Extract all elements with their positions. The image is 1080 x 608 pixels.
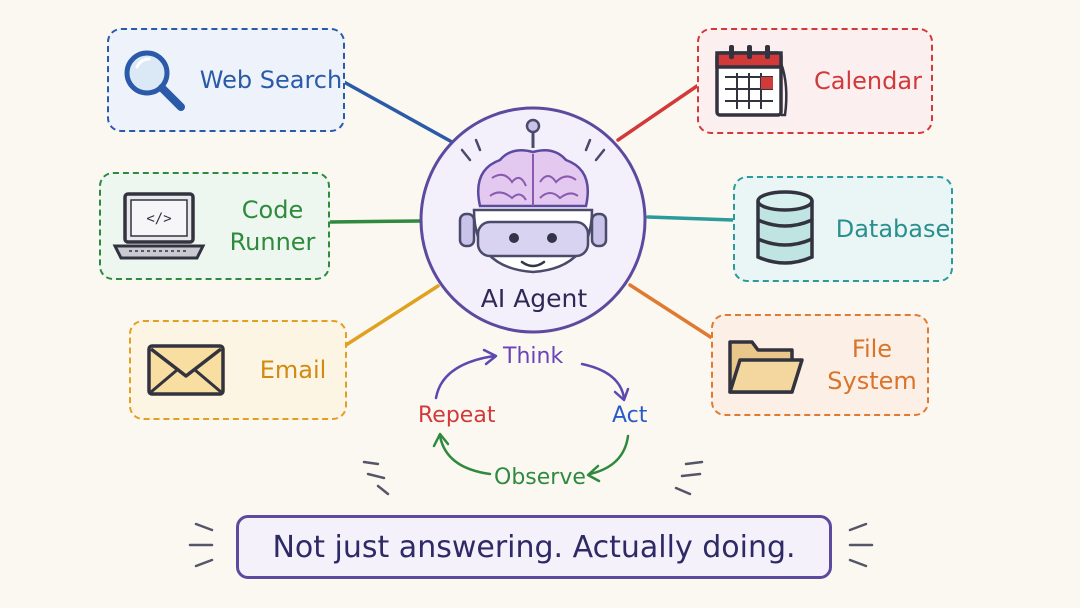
loop-observe: Observe [494, 465, 586, 490]
calendar-label: Calendar [814, 67, 922, 95]
connector-file-system [628, 283, 714, 340]
connector-calendar [616, 84, 699, 142]
file-system-label-line2: System [827, 367, 917, 395]
database-label: Database [835, 215, 951, 243]
tagline-box: Not just answering. Actually doing. [236, 515, 832, 579]
email-label: Email [259, 356, 327, 384]
envelope-icon [131, 340, 241, 400]
connector-code-runner [328, 219, 422, 224]
tool-code-runner: </> Code Runner [99, 172, 330, 280]
svg-text:</>: </> [146, 211, 171, 227]
connector-database [646, 215, 735, 222]
loop-arrow-think-to-act [580, 362, 626, 400]
sparkle-marks [188, 460, 874, 568]
connector-email [344, 284, 440, 347]
web-search-label: Web Search [199, 66, 343, 94]
robot-brain-icon [458, 118, 608, 274]
tool-web-search: Web Search [107, 28, 345, 132]
agent-title: AI Agent [480, 284, 588, 313]
laptop-code-icon: </> [101, 188, 217, 264]
file-system-label: File System [817, 333, 927, 397]
code-runner-label-line1: Code [241, 196, 304, 224]
tool-calendar: Calendar [697, 28, 933, 134]
connector-web-search [342, 80, 454, 144]
tagline-text: Not just answering. Actually doing. [272, 529, 796, 565]
calendar-icon [699, 41, 805, 121]
magnifier-icon [109, 43, 199, 117]
tool-email: Email [129, 320, 347, 420]
tool-database: Database [733, 176, 953, 282]
loop-repeat: Repeat [418, 403, 496, 428]
code-runner-label: Code Runner [217, 194, 328, 258]
loop-arrow-repeat-to-think [434, 354, 496, 400]
tool-file-system: File System [711, 314, 929, 416]
loop-arrow-observe-to-repeat [438, 434, 492, 476]
file-system-label-line1: File [851, 335, 893, 363]
loop-arrow-act-to-observe [588, 434, 630, 476]
loop-act: Act [612, 403, 648, 428]
database-icon [735, 187, 835, 271]
loop-think: Think [503, 344, 564, 369]
folder-icon [713, 332, 817, 398]
code-runner-label-line2: Runner [229, 228, 316, 256]
